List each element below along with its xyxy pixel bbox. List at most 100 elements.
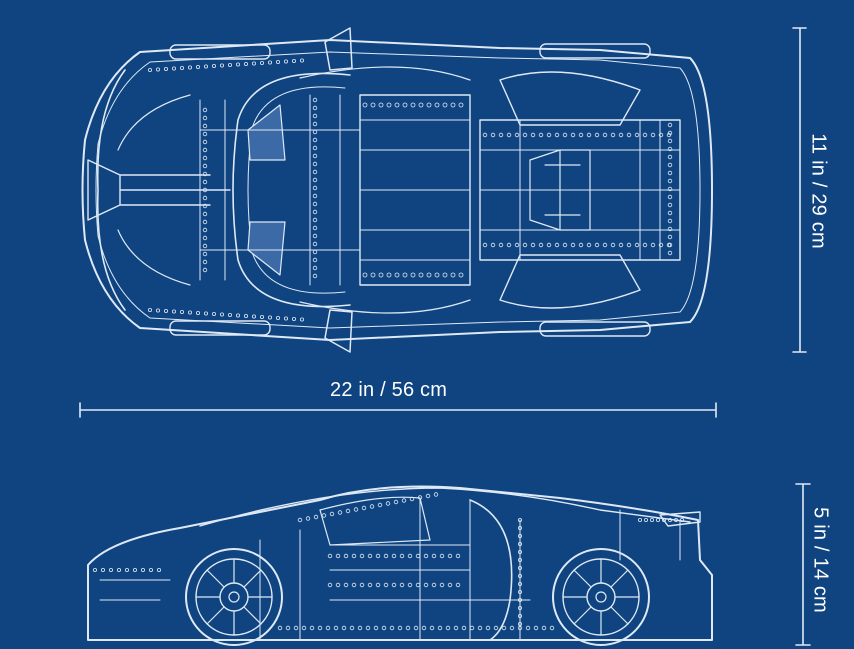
technic-hole: [381, 625, 387, 631]
technic-hole: [618, 132, 624, 138]
technic-hole: [423, 553, 429, 559]
technic-hole: [299, 58, 304, 63]
technic-hole: [634, 132, 640, 138]
technic-hole: [385, 501, 391, 506]
technic-hole: [485, 625, 491, 631]
technic-hole: [163, 308, 168, 313]
technic-hole: [667, 146, 673, 152]
technic-hole: [147, 68, 152, 73]
technic-hole: [533, 625, 539, 631]
technic-hole: [343, 553, 349, 559]
technic-hole: [447, 553, 453, 559]
technic-hole: [490, 242, 496, 248]
technic-hole: [650, 242, 656, 248]
technic-hole: [482, 242, 488, 248]
technic-hole: [357, 625, 363, 631]
technic-hole: [140, 568, 145, 573]
front-c-curve-top: [96, 69, 126, 311]
technic-hole: [378, 272, 384, 278]
technic-hole: [667, 218, 673, 224]
technic-hole: [312, 161, 318, 167]
technic-hole: [610, 132, 616, 138]
technic-hole: [211, 311, 216, 316]
technic-hole: [251, 61, 256, 66]
technic-hole: [312, 193, 318, 199]
technic-hole: [518, 622, 523, 627]
technic-hole: [405, 625, 411, 631]
rear-spoiler: [659, 511, 701, 527]
technic-hole: [586, 242, 592, 248]
technic-hole: [518, 526, 523, 531]
wheel-front-top: [169, 44, 271, 60]
technic-hole: [337, 510, 343, 515]
technic-hole: [554, 132, 560, 138]
technic-hole: [202, 267, 208, 273]
technic-hole: [327, 582, 333, 588]
technic-hole: [442, 102, 448, 108]
technic-hole: [437, 625, 443, 631]
technic-hole: [447, 582, 453, 588]
side-c-curve: [469, 499, 513, 641]
technic-hole: [312, 273, 318, 279]
technic-hole: [514, 132, 520, 138]
technic-hole: [518, 598, 523, 603]
technic-hole: [518, 590, 523, 595]
technic-hole: [243, 62, 248, 67]
technic-hole: [383, 582, 389, 588]
technic-hole: [132, 568, 137, 573]
technic-hole: [325, 625, 331, 631]
technic-hole: [546, 242, 552, 248]
technic-hole: [401, 498, 407, 503]
technic-hole: [431, 582, 437, 588]
technic-hole: [662, 518, 667, 523]
technic-hole: [410, 102, 416, 108]
technic-hole: [351, 553, 357, 559]
technic-hole: [312, 201, 318, 207]
technic-hole: [227, 63, 232, 68]
technic-hole: [312, 145, 318, 151]
technic-hole: [155, 308, 160, 313]
technic-hole: [650, 518, 655, 523]
technic-hole: [518, 542, 523, 547]
technic-hole: [415, 582, 421, 588]
technic-hole: [461, 625, 467, 631]
technic-hole: [179, 66, 184, 71]
technic-hole: [195, 65, 200, 70]
length-label: 22 in / 56 cm: [330, 379, 448, 401]
technic-hole: [275, 315, 280, 320]
technic-hole: [391, 553, 397, 559]
technic-hole: [409, 496, 415, 502]
technic-hole: [171, 309, 176, 314]
technic-hole: [423, 582, 429, 588]
technic-hole: [378, 102, 384, 108]
technic-hole: [243, 313, 248, 318]
technic-hole: [509, 625, 515, 631]
technic-hole: [518, 566, 523, 571]
height-dimension-line: [795, 483, 811, 646]
technic-hole: [359, 582, 365, 588]
technic-hole: [490, 132, 496, 138]
technic-hole: [156, 568, 161, 573]
rear-fender-top: [499, 71, 641, 126]
technic-hole: [312, 137, 318, 143]
technic-hole: [667, 250, 673, 256]
technic-hole: [518, 614, 523, 619]
technic-hole: [179, 309, 184, 314]
technic-hole: [361, 505, 367, 511]
technic-hole: [667, 194, 673, 200]
technic-hole: [283, 59, 288, 64]
technic-hole: [668, 518, 673, 523]
technic-hole: [525, 625, 531, 631]
wheel-front-bottom: [169, 320, 271, 336]
technic-hole: [638, 518, 643, 523]
technic-hole: [680, 518, 685, 523]
left-window: [247, 104, 286, 161]
technic-hole: [469, 625, 475, 631]
technic-hole: [309, 625, 315, 631]
technic-hole: [634, 242, 640, 248]
technic-hole: [312, 129, 318, 135]
technic-hole: [518, 534, 523, 539]
front-wheel: [185, 548, 283, 646]
side-window: [319, 496, 431, 546]
